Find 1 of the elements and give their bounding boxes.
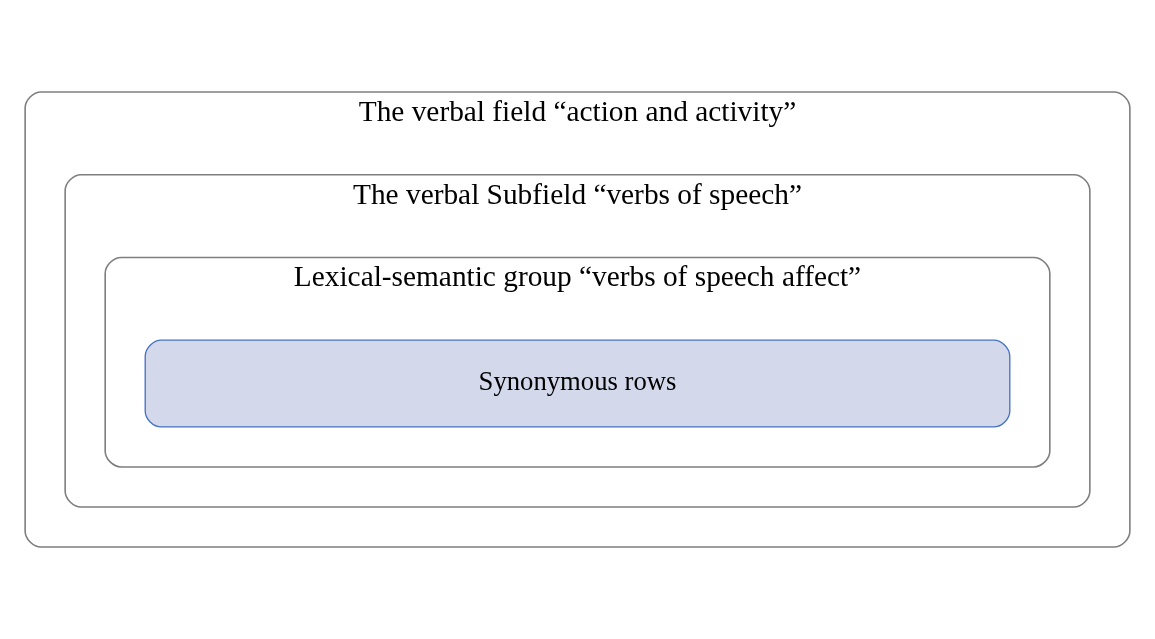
node-box: Synonymous rows bbox=[144, 339, 1011, 428]
